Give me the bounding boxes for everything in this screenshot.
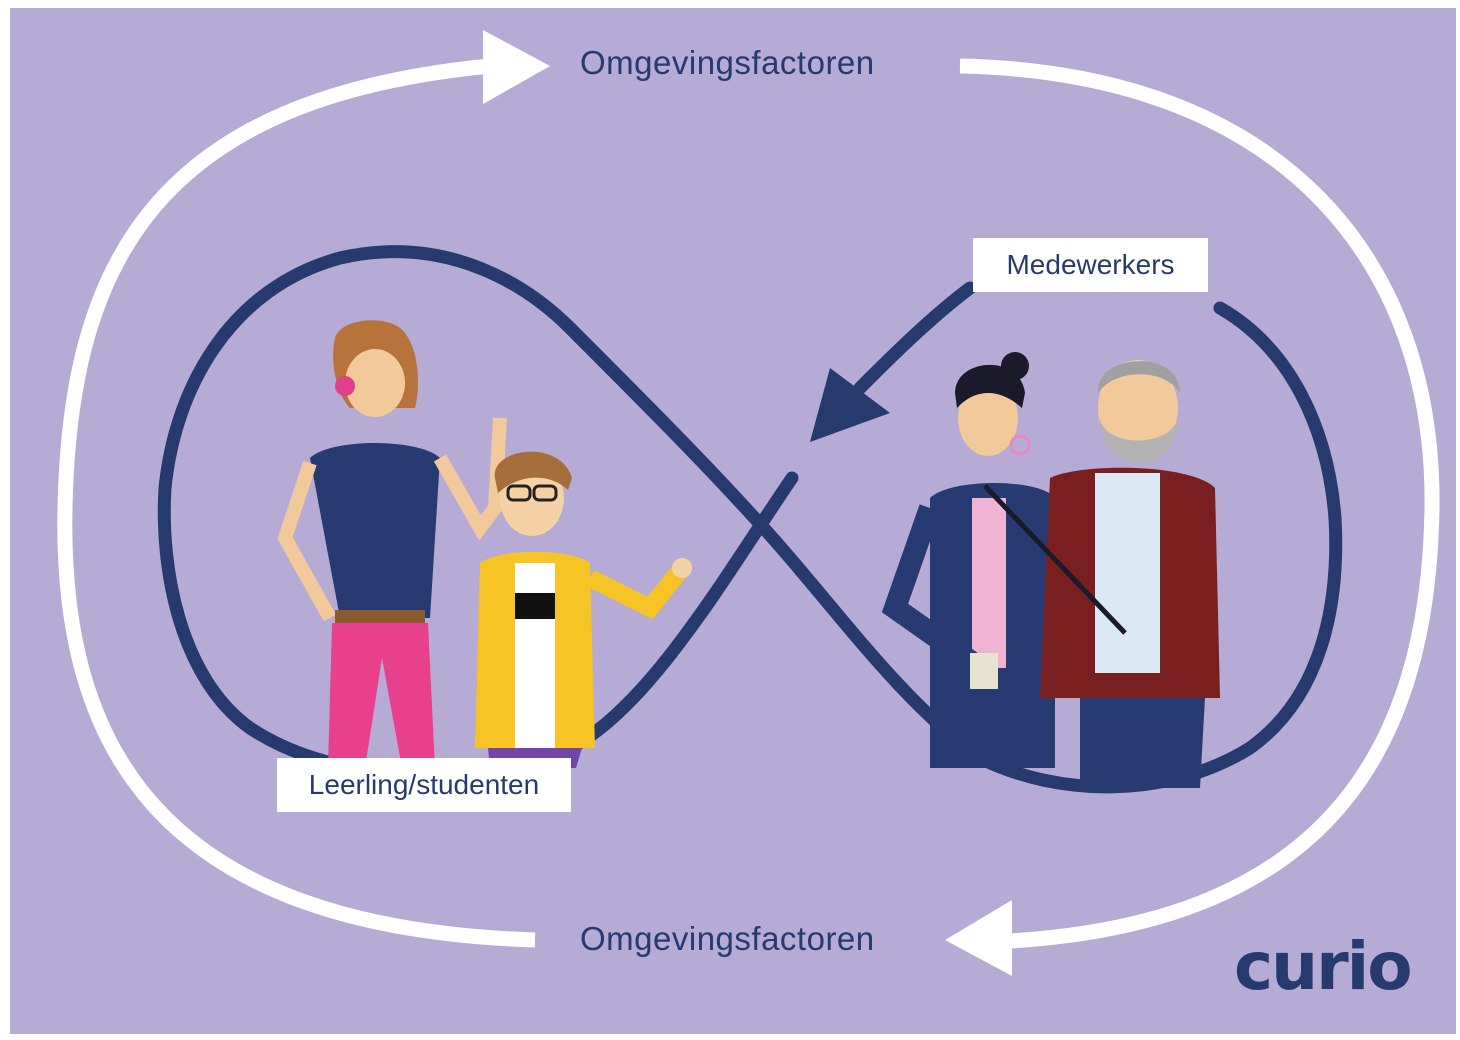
top-factor-label: Omgevingsfactoren (580, 44, 875, 81)
arrow-left-icon (945, 900, 1012, 976)
outer-cycle (57, 58, 1440, 949)
bottom-factor-label: Omgevingsfactoren (580, 920, 875, 957)
students-illustration (277, 320, 692, 768)
diagram-canvas: Omgevingsfactoren Omgevingsfactoren Mede… (10, 8, 1456, 1034)
diagram-graphics (57, 30, 1440, 976)
employees-label: Medewerkers (973, 238, 1208, 292)
curio-logo: curio (1234, 928, 1413, 1005)
arrow-right-icon (483, 30, 550, 104)
arrow-down-left-icon (810, 368, 890, 442)
students-label: Leerling/studenten (277, 758, 571, 812)
employees-illustration (881, 352, 1220, 788)
